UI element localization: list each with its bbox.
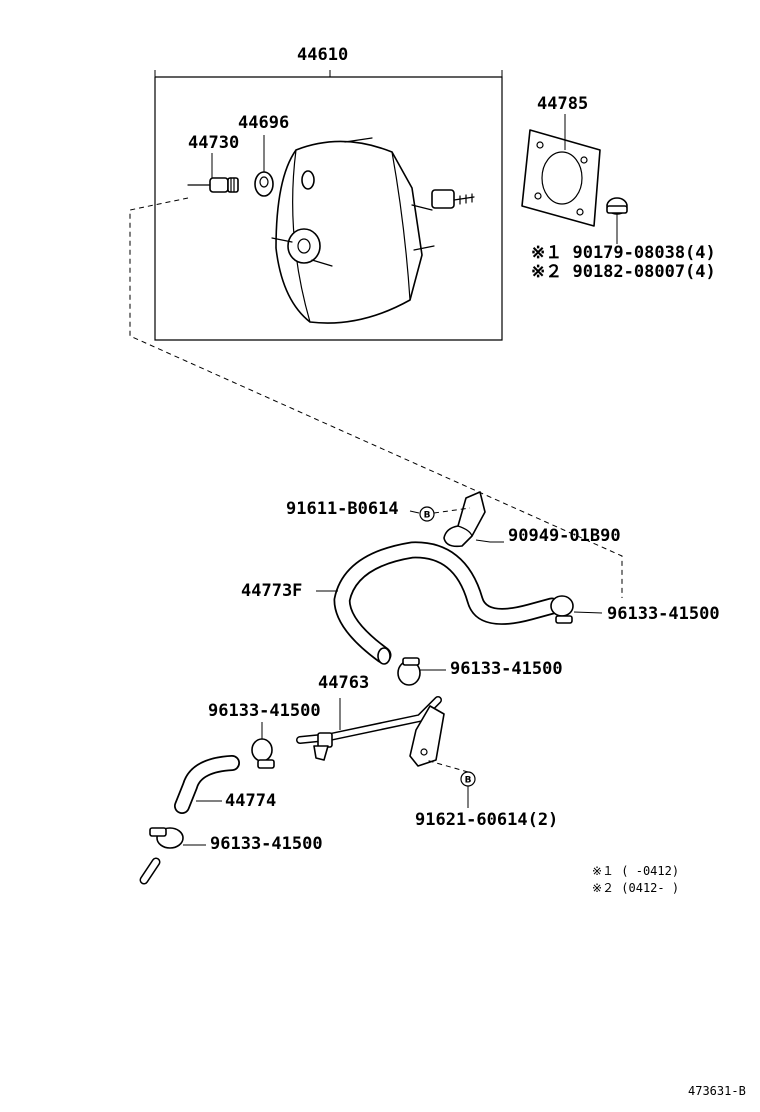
clip-left-drawing [251, 738, 275, 769]
label-nut-2: ※２ 90182-08007(4) [531, 262, 716, 282]
clip-right-drawing [550, 595, 574, 624]
label-booster-assembly: 44610 [297, 45, 349, 65]
dashed-connection-lines [129, 197, 623, 598]
bolt-marker-upper-text: B [424, 511, 431, 521]
bolt-marker-lower: B [460, 771, 476, 787]
grommet-drawing [254, 171, 274, 197]
check-valve-drawing [187, 177, 239, 193]
label-tube-bolt: 91621-60614(2) [415, 810, 559, 830]
upper-hose-drawing [333, 541, 561, 665]
nut-drawing [606, 197, 628, 215]
clip-center-drawing [397, 657, 421, 686]
leader-lines-lower [183, 507, 603, 846]
label-hose-clamp-upper: 90949-01B90 [508, 526, 621, 546]
gasket-drawing [521, 129, 601, 227]
label-clip-center: 96133-41500 [450, 659, 563, 679]
leader-lines-upper [211, 114, 618, 244]
label-clip-bottom: 96133-41500 [210, 834, 323, 854]
vacuum-tube-drawing [296, 696, 445, 767]
label-clip-right: 96133-41500 [607, 604, 720, 624]
label-clamp-bolt: 91611-B0614 [286, 499, 399, 519]
label-clip-left: 96133-41500 [208, 701, 321, 721]
bolt-marker-lower-text: B [465, 776, 472, 786]
label-check-valve: 44730 [188, 133, 240, 153]
assembly-frame [154, 70, 503, 341]
footnote-1: ※１ ( -0412) [592, 864, 680, 878]
footnote-2: ※２ (0412- ) [592, 881, 680, 895]
bolt-marker-upper: B [419, 506, 435, 522]
brake-booster-drawing [271, 137, 475, 324]
label-grommet: 44696 [238, 113, 290, 133]
hose-clamp-drawing [443, 491, 486, 548]
label-gasket: 44785 [537, 94, 589, 114]
clip-bottom-drawing [149, 827, 184, 849]
label-hose-upper: 44773F [241, 581, 303, 601]
label-hose-lower: 44774 [225, 791, 277, 811]
label-nut-1: ※１ 90179-08038(4) [531, 243, 716, 263]
label-vacuum-tube: 44763 [318, 673, 370, 693]
figure-id: 473631-B [688, 1084, 746, 1098]
hose-stub-drawing [139, 857, 161, 885]
lower-hose-drawing [174, 755, 240, 814]
